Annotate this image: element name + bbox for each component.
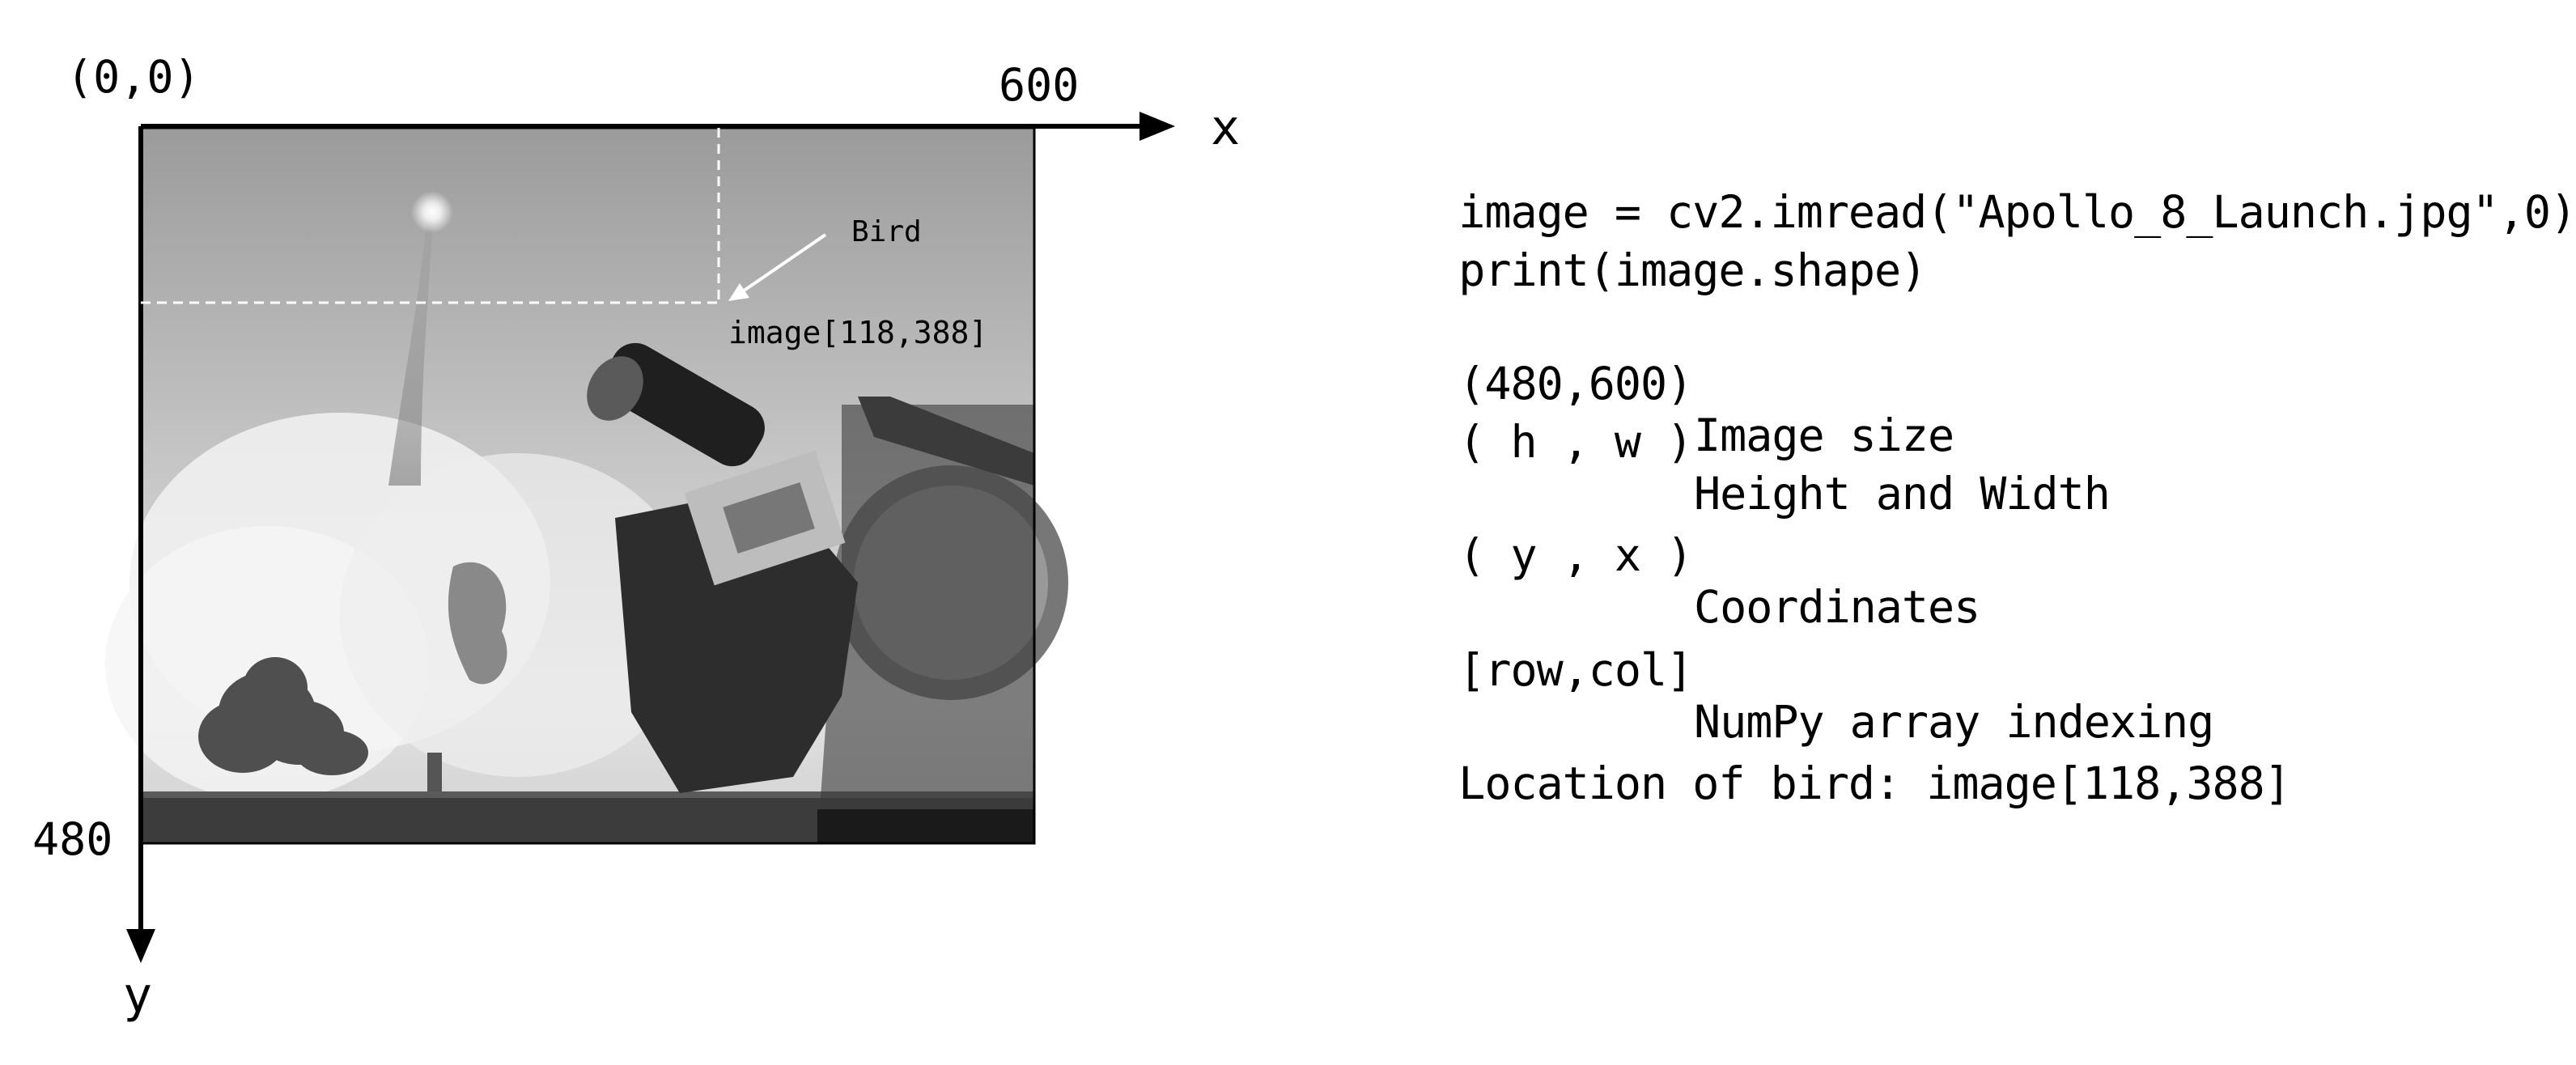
bird-annotation: Bird image[118,388] — [141, 128, 987, 350]
bird-pointer-head — [728, 283, 749, 301]
code-line-print: print(image.shape) — [1407, 193, 1927, 296]
origin-label: (0,0) — [66, 51, 201, 103]
x-axis — [141, 112, 1175, 141]
legend-code: (480,600) — [1458, 358, 1693, 409]
bird-location-text: Location of bird: image[118,388] — [1458, 757, 2291, 809]
legend-text: Height and Width — [1694, 468, 2111, 520]
bird-label: Bird — [851, 215, 922, 248]
legend-row-image-size: (480,600) Image size — [1407, 306, 1954, 461]
bird-pointer-arrow — [736, 233, 827, 296]
y-axis — [126, 126, 155, 963]
legend-code: ( h , w ) — [1458, 416, 1693, 468]
apollo-launch-photo — [105, 126, 1068, 845]
x-max-label: 600 — [999, 59, 1079, 111]
bird-coordinate-label: image[118,388] — [728, 315, 987, 350]
legend-code: [row,col] — [1458, 644, 1693, 696]
bird-location-line: Location of bird: image[118,388] — [1407, 706, 2291, 809]
x-axis-label: x — [1211, 100, 1240, 156]
legend-code: ( y , x ) — [1458, 529, 1693, 581]
code-print: print(image.shape) — [1458, 244, 1927, 296]
code-line-imread: image = cv2.imread("Apollo_8_Launch.jpg"… — [1407, 134, 2576, 238]
legend-row-height-width: ( h , w ) Height and Width — [1407, 364, 2111, 520]
legend-text: NumPy array indexing — [1694, 696, 2214, 748]
legend-text: Coordinates — [1694, 581, 1980, 633]
code-imread: image = cv2.imread("Apollo_8_Launch.jpg"… — [1458, 186, 2576, 238]
y-axis-label: y — [123, 967, 152, 1024]
legend-row-numpy-indexing: [row,col] NumPy array indexing — [1407, 592, 2214, 748]
legend-row-coordinates: ( y , x ) Coordinates — [1407, 477, 1980, 633]
y-max-label: 480 — [32, 813, 112, 865]
legend-text: Image size — [1694, 409, 1954, 461]
